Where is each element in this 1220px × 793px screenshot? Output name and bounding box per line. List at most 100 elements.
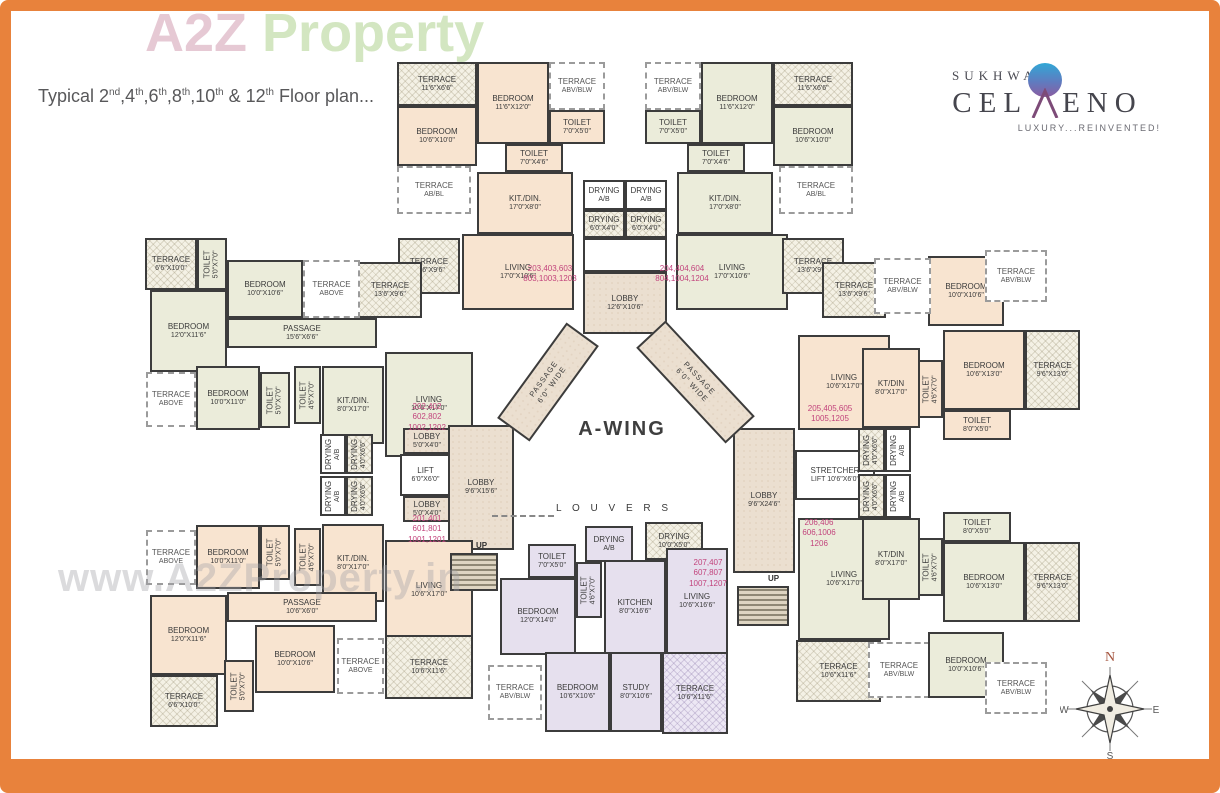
room-label: TERRACE [151, 548, 191, 558]
room-label: TERRACE [879, 660, 919, 670]
room-dims: 15'6"X6'6" [286, 333, 318, 341]
room-label: DRYING [588, 214, 620, 224]
room-label: BEDROOM [274, 649, 316, 659]
compass-w: W [1060, 705, 1069, 716]
room-label: BEDROOM [556, 682, 599, 692]
room-label: TOILET [520, 148, 548, 158]
room-dims: 7'0"X5'0" [538, 561, 566, 569]
room-dims: 6'6"X10'0" [155, 264, 187, 272]
room-label: TERRACE [409, 256, 449, 266]
room-label: TOILET [659, 117, 687, 127]
room-dims: 8'0"X17'0" [875, 388, 907, 396]
brand-left: CEL [952, 87, 1029, 119]
room-dims: 10'6"X6'0" [286, 607, 318, 615]
flat-number-line: 1002,1202 [408, 422, 446, 432]
room-dims: 6'0"X4'0" [632, 224, 660, 232]
room-dims: 7'0"X5'0" [659, 127, 687, 135]
room-label: TOILET [921, 375, 931, 403]
room-label: KIT./DIN. [336, 553, 369, 563]
watermark-a2z: A2Z [145, 3, 248, 63]
room-label: TERRACE [341, 656, 380, 666]
room-label: KIT./DIN. [508, 193, 541, 203]
title-text: ,4 [120, 86, 136, 106]
room-dims: 10'6"X11'6" [820, 671, 857, 679]
brand-right: ENO [1062, 87, 1143, 119]
room-dims: 6'0"X4'0" [590, 224, 618, 232]
room-label: DRYING [658, 531, 690, 541]
room-dims: 10'6"X16'6" [679, 602, 715, 610]
room-dims: 10'6"X17'0" [826, 383, 862, 391]
flat-number-line: 804,1004,1204 [655, 274, 709, 284]
room-label: TERRACE [834, 280, 874, 290]
room-dims: 12'0"X11'6" [170, 635, 207, 643]
room-label: LOBBY [467, 478, 495, 488]
title-text: ,10 [190, 86, 216, 106]
room-dims: 17'0"X10'6" [714, 272, 750, 280]
room-dims: 12'0"X11'6" [170, 331, 207, 339]
stairs-up-label-left: UP [476, 541, 488, 550]
room-dims: 10'6"X17'0" [826, 579, 862, 587]
room-dims: 10'6"X11'6" [411, 667, 447, 675]
room-kit-din: KIT./DIN.8'0"X17'0" [322, 366, 384, 444]
room-label: TERRACE [312, 279, 351, 289]
stairs-up-label-right: UP [768, 574, 780, 583]
room-label: LIVING [830, 373, 858, 383]
title-ordinal: th [181, 87, 191, 98]
room-dims: A/B [333, 490, 341, 502]
room-label: TOILET [202, 250, 212, 278]
room-label: DRYING [323, 438, 333, 470]
room-label: DRYING [350, 438, 360, 470]
room-label: KIT./DIN. [708, 193, 741, 203]
room-label: BEDROOM [207, 547, 249, 557]
room-label: LIVING [718, 262, 746, 272]
room-dims: 7'0"X5'0" [563, 127, 591, 135]
brand-tagline: LUXURY...REINVENTED! [1017, 123, 1161, 133]
room-dims: 10'6"X13'0" [966, 582, 1002, 590]
room-label: TOILET [963, 415, 991, 425]
room-dims: ABOVE [348, 666, 373, 674]
room-dims: 10'0"X10'6" [277, 659, 313, 667]
brand-main: CEL ENO [930, 63, 1165, 120]
louvers-label: L O U V E R S [556, 503, 673, 514]
room-dims: 9'6"X13'0" [1036, 370, 1069, 378]
room-dims: 13'6"X9'6" [797, 266, 829, 274]
watermark-property: Property [262, 3, 485, 63]
room-label: TERRACE [414, 180, 454, 190]
flat-number-line: 203,403,603 [527, 264, 573, 273]
room-dims: 10'6"X10'0" [419, 136, 455, 144]
room-label: LOBBY [611, 293, 639, 303]
flat-number-line: 202,402 [412, 402, 442, 411]
